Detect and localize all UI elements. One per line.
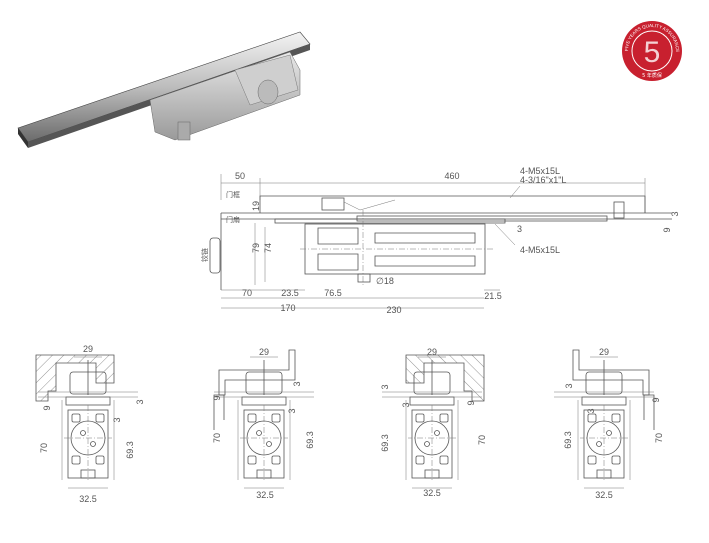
section-dim-w29: 29 — [427, 347, 437, 357]
section-dim-w29: 29 — [599, 347, 609, 357]
section-dim-h69-3: 69.3 — [563, 431, 573, 449]
section-dim-w29: 29 — [259, 347, 269, 357]
screw-spec-top-1: 4-M5x15L — [520, 166, 560, 176]
dim-79: 79 — [251, 243, 261, 253]
section-dim-d3b: 3 — [586, 408, 596, 413]
dim-50: 50 — [235, 171, 245, 181]
dim-21-5: 21.5 — [484, 291, 502, 301]
section-dim-h69-3: 69.3 — [125, 441, 135, 459]
label-door-frame: 门框 — [226, 190, 240, 199]
section-dim-h69-3: 69.3 — [305, 431, 315, 449]
section-view-1: 29 32.5 70 69.3 9 3 3 — [35, 344, 145, 504]
dim-dia-18: ∅18 — [376, 276, 394, 286]
section-dim-d9: 9 — [42, 405, 52, 410]
screw-spec-side: 4-M5x15L — [520, 245, 560, 255]
dim-19: 19 — [251, 201, 261, 211]
label-door-leaf: 门扇 — [226, 215, 240, 224]
dim-230: 230 — [386, 305, 401, 315]
screw-spec-top-2: 4-3/16"x1"L — [520, 175, 566, 185]
section-dim-w32-5: 32.5 — [79, 494, 97, 504]
section-dim-h70: 70 — [212, 433, 222, 443]
dim-23-5: 23.5 — [281, 288, 299, 298]
section-dim-d3a: 3 — [380, 384, 390, 389]
section-views: 29 32.5 70 69.3 9 3 3 29 32.5 70 69.3 9 3 3 29 32.5 70 69… — [35, 344, 664, 504]
section-dim-d9: 9 — [212, 395, 222, 400]
section-dim-d9: 9 — [651, 397, 661, 402]
section-dim-h70: 70 — [477, 435, 487, 445]
badge-bottom-text: 5 年质保 — [642, 72, 662, 79]
label-hinge: 铰链 — [200, 248, 209, 262]
section-view-3: 29 32.5 70 69.3 9 3 3 — [380, 347, 487, 498]
badge-number: 5 — [644, 36, 661, 69]
section-dim-h70: 70 — [654, 433, 664, 443]
section-view-2: 29 32.5 70 69.3 9 3 3 — [212, 347, 315, 500]
dim-3-mid: 3 — [517, 224, 522, 234]
section-dim-w32-5: 32.5 — [423, 488, 441, 498]
section-dim-h69-3: 69.3 — [380, 434, 390, 452]
section-dim-d3a: 3 — [292, 381, 302, 386]
dim-460: 460 — [444, 171, 459, 181]
top-view-drawing: 50 460 4-M5x15L 4-3/16"x1"L 门框 门扇 铰链 19 … — [200, 166, 680, 315]
section-dim-w29: 29 — [83, 344, 93, 354]
door-closer-photo — [17, 31, 311, 148]
section-dim-d3b: 3 — [287, 408, 297, 413]
dim-170: 170 — [280, 303, 295, 313]
quality-badge: 5 FIVE YEARS QUALITY ASSURANCE 5 年质保 — [622, 21, 682, 81]
dim-76-5: 76.5 — [324, 288, 342, 298]
dim-9-right: 9 — [662, 227, 672, 232]
section-dim-d3b: 3 — [112, 417, 122, 422]
dim-74: 74 — [263, 243, 273, 253]
section-dim-h70: 70 — [39, 443, 49, 453]
section-dim-w32-5: 32.5 — [256, 490, 274, 500]
dim-70: 70 — [242, 288, 252, 298]
section-view-4: 29 32.5 70 69.3 9 3 3 — [554, 347, 664, 500]
section-dim-d9: 9 — [466, 400, 476, 405]
dim-3-right: 3 — [670, 211, 680, 216]
section-dim-d3a: 3 — [135, 399, 145, 404]
section-dim-w32-5: 32.5 — [595, 490, 613, 500]
section-dim-d3a: 3 — [564, 383, 574, 388]
section-dim-d3b: 3 — [401, 402, 411, 407]
